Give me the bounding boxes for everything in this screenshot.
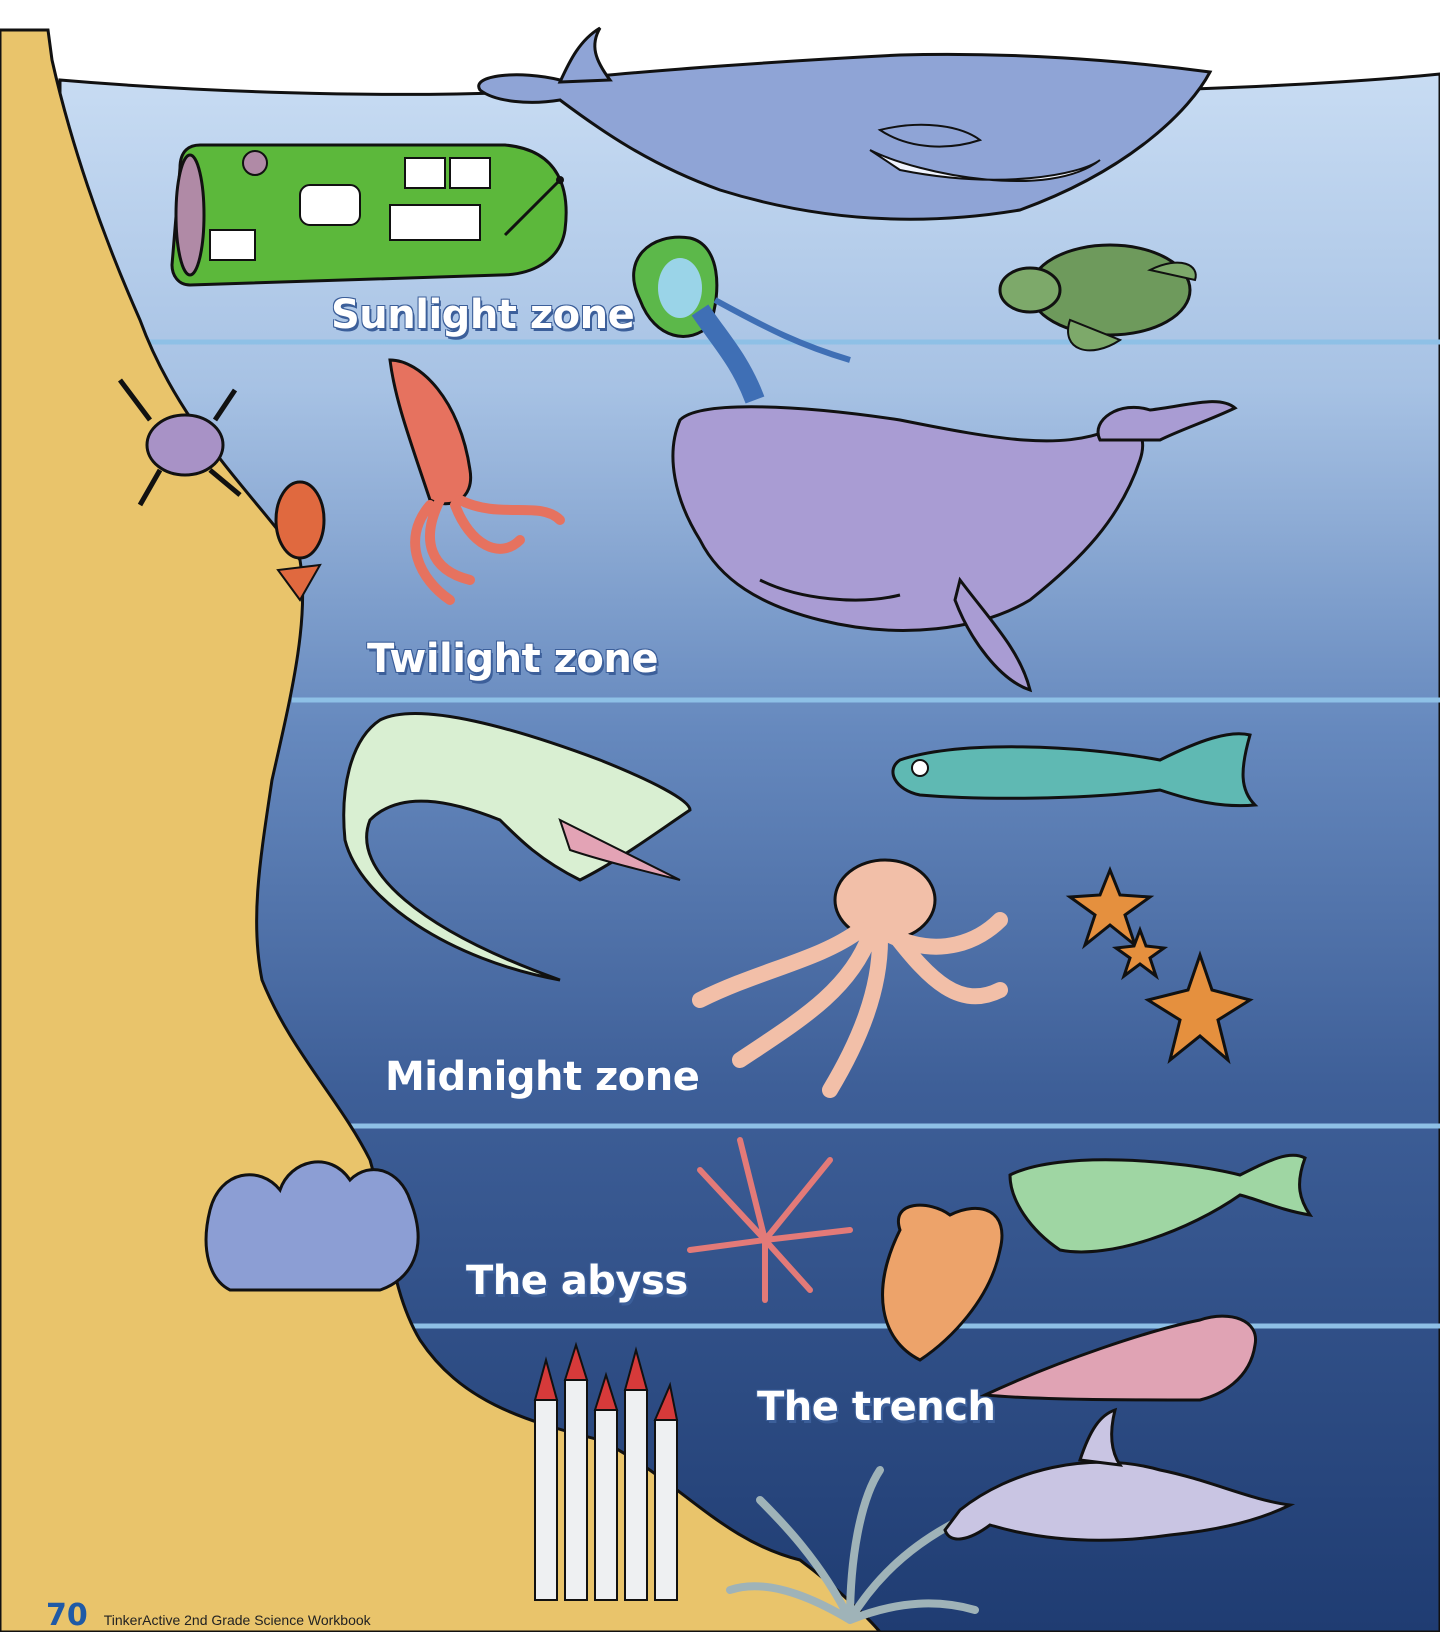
zone-label-trench: The trench — [757, 1384, 995, 1430]
page-number: 70 — [46, 1598, 88, 1633]
submarine-icon — [172, 145, 566, 285]
zone-label-sunlight: Sunlight zone — [331, 292, 634, 338]
sponge-icon — [206, 1162, 418, 1290]
zone-label-abyss: The abyss — [466, 1258, 688, 1304]
zone-label-midnight: Midnight zone — [385, 1054, 699, 1100]
book-title: TinkerActive 2nd Grade Science Workbook — [104, 1612, 371, 1628]
zone-label-twilight: Twilight zone — [367, 636, 658, 682]
page-footer: 70 TinkerActive 2nd Grade Science Workbo… — [46, 1598, 371, 1633]
